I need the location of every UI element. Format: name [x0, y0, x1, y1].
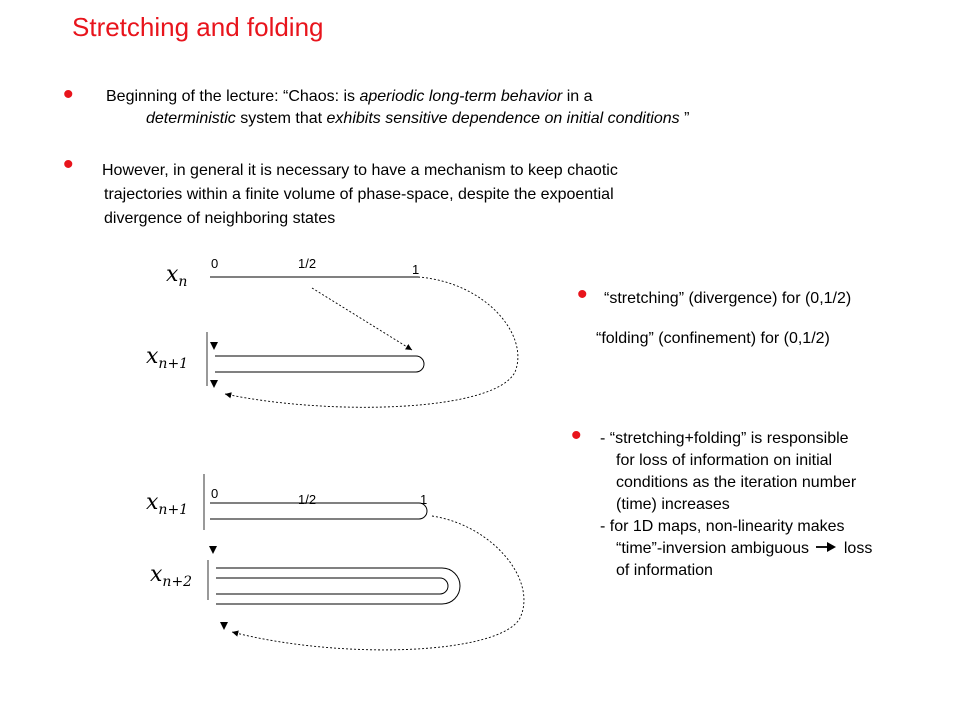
bullet-2-line-2: trajectories within a finite volume of p…: [104, 186, 614, 203]
diagram2-arrowhead-top: [209, 546, 217, 554]
diagram2-tick-1: 1: [420, 492, 428, 507]
diagram1-tick-half: 1/2: [298, 256, 317, 271]
bullet-1-em-sensitive: exhibits sensitive dependence on initial…: [326, 110, 680, 127]
diagram1-folded-band: [215, 355, 425, 373]
bullet-1-line-1: Beginning of the lecture: “Chaos: is ape…: [106, 86, 593, 108]
diagram1-arrowhead-top: [210, 342, 218, 350]
diagram2-fold-arrow: [231, 515, 525, 651]
bullet-marker-3: •: [577, 278, 588, 311]
stretching-text: “stretching” (divergence) for (0,1/2): [604, 290, 852, 307]
bullet-marker-4: •: [571, 419, 582, 452]
bullet-1-em-deterministic: deterministic: [146, 110, 236, 127]
bullet-2-line-3: divergence of neighboring states: [104, 210, 336, 227]
diagram2-top-band: [210, 502, 428, 520]
bullet-1-mid2: system that: [235, 110, 327, 127]
diagram1-top-var-x: x: [166, 262, 179, 287]
diagram1-fold-arrow: [224, 276, 519, 408]
folding-text: “folding” (confinement) for (0,1/2): [596, 330, 830, 347]
bullet-1-end: ”: [679, 110, 690, 127]
page-title: Stretching and folding: [72, 12, 324, 42]
bullet-4-line-4: (time) increases: [616, 496, 730, 513]
bullet-4-line-5: - for 1D maps, non-linearity makes: [600, 518, 845, 535]
bullet-4-loss: loss: [843, 540, 873, 557]
bullet-2-line-1: However, in general it is necessary to h…: [102, 162, 618, 179]
diagram1-tick-1: 1: [412, 262, 420, 277]
diagram1-stretch-arrow: [311, 287, 413, 351]
diagram2-folded-band-inner: [216, 577, 449, 595]
bullet-4-time-inversion: “time”-inversion ambiguous: [616, 540, 809, 557]
bullet-4-line-3: conditions as the iteration number: [616, 474, 857, 491]
bullet-4-line-2: for loss of information on initial: [616, 452, 833, 469]
bullet-4-line-1: - “stretching+folding” is responsible: [600, 430, 849, 447]
diagram2-top-sub: n+1: [158, 502, 189, 518]
bullet-4-line-7: of information: [616, 562, 713, 579]
right-arrow-icon: [816, 542, 837, 552]
bullet-marker-1: •: [63, 78, 74, 111]
diagram2-top-var: xn+1: [146, 490, 188, 518]
diagram2-bottom-var: xn+2: [150, 562, 192, 590]
diagram1-arrowhead-bottom: [210, 380, 218, 388]
bullet-1-lead: Beginning of the lecture: “Chaos: is: [106, 88, 360, 105]
diagram2-top-var-x: x: [146, 490, 159, 515]
bullet-1-em-aperiodic: aperiodic long-term behavior: [359, 88, 563, 105]
diagram1-bottom-sub: n+1: [158, 356, 189, 372]
diagram1-top-sub: n: [178, 274, 188, 290]
diagram2-arrowhead-bottom: [220, 622, 228, 630]
diagram2-folded-band-outer: [216, 567, 461, 605]
bullet-marker-2: •: [63, 148, 74, 181]
diagram2-bottom-sub: n+2: [162, 574, 193, 590]
diagram1-bottom-var: xn+1: [146, 344, 188, 372]
diagram1-bottom-var-x: x: [146, 344, 159, 369]
bullet-4-line-6: “time”-inversion ambiguous loss: [616, 538, 872, 560]
diagram2-bottom-var-x: x: [150, 562, 163, 587]
diagram1-tick-0: 0: [211, 256, 219, 271]
diagram1-top-var: xn: [166, 262, 187, 290]
bullet-1-line-2: deterministic system that exhibits sensi…: [146, 108, 689, 130]
diagram2-tick-0: 0: [211, 486, 219, 501]
bullet-1-mid: in a: [562, 88, 593, 105]
